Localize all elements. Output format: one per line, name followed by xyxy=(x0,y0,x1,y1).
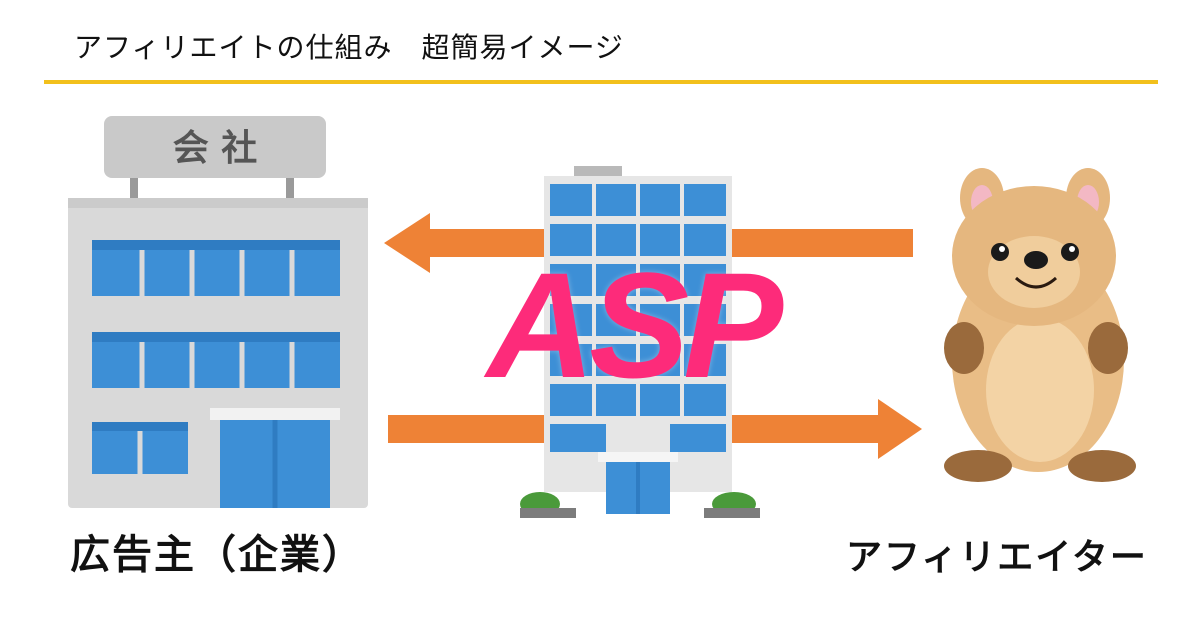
header-divider xyxy=(44,80,1158,84)
company-sign-text: 会 社 xyxy=(173,128,258,169)
skyscraper-icon xyxy=(520,166,760,518)
plush-toy-icon xyxy=(944,168,1136,482)
page-title: アフィリエイトの仕組み 超簡易イメージ xyxy=(74,31,624,64)
affiliate-label: アフィリエイター xyxy=(846,537,1148,578)
advertiser-label: 広告主（企業） xyxy=(70,532,364,578)
asp-label: ASP xyxy=(486,241,783,409)
office-building-icon: 会 社 xyxy=(68,116,368,508)
